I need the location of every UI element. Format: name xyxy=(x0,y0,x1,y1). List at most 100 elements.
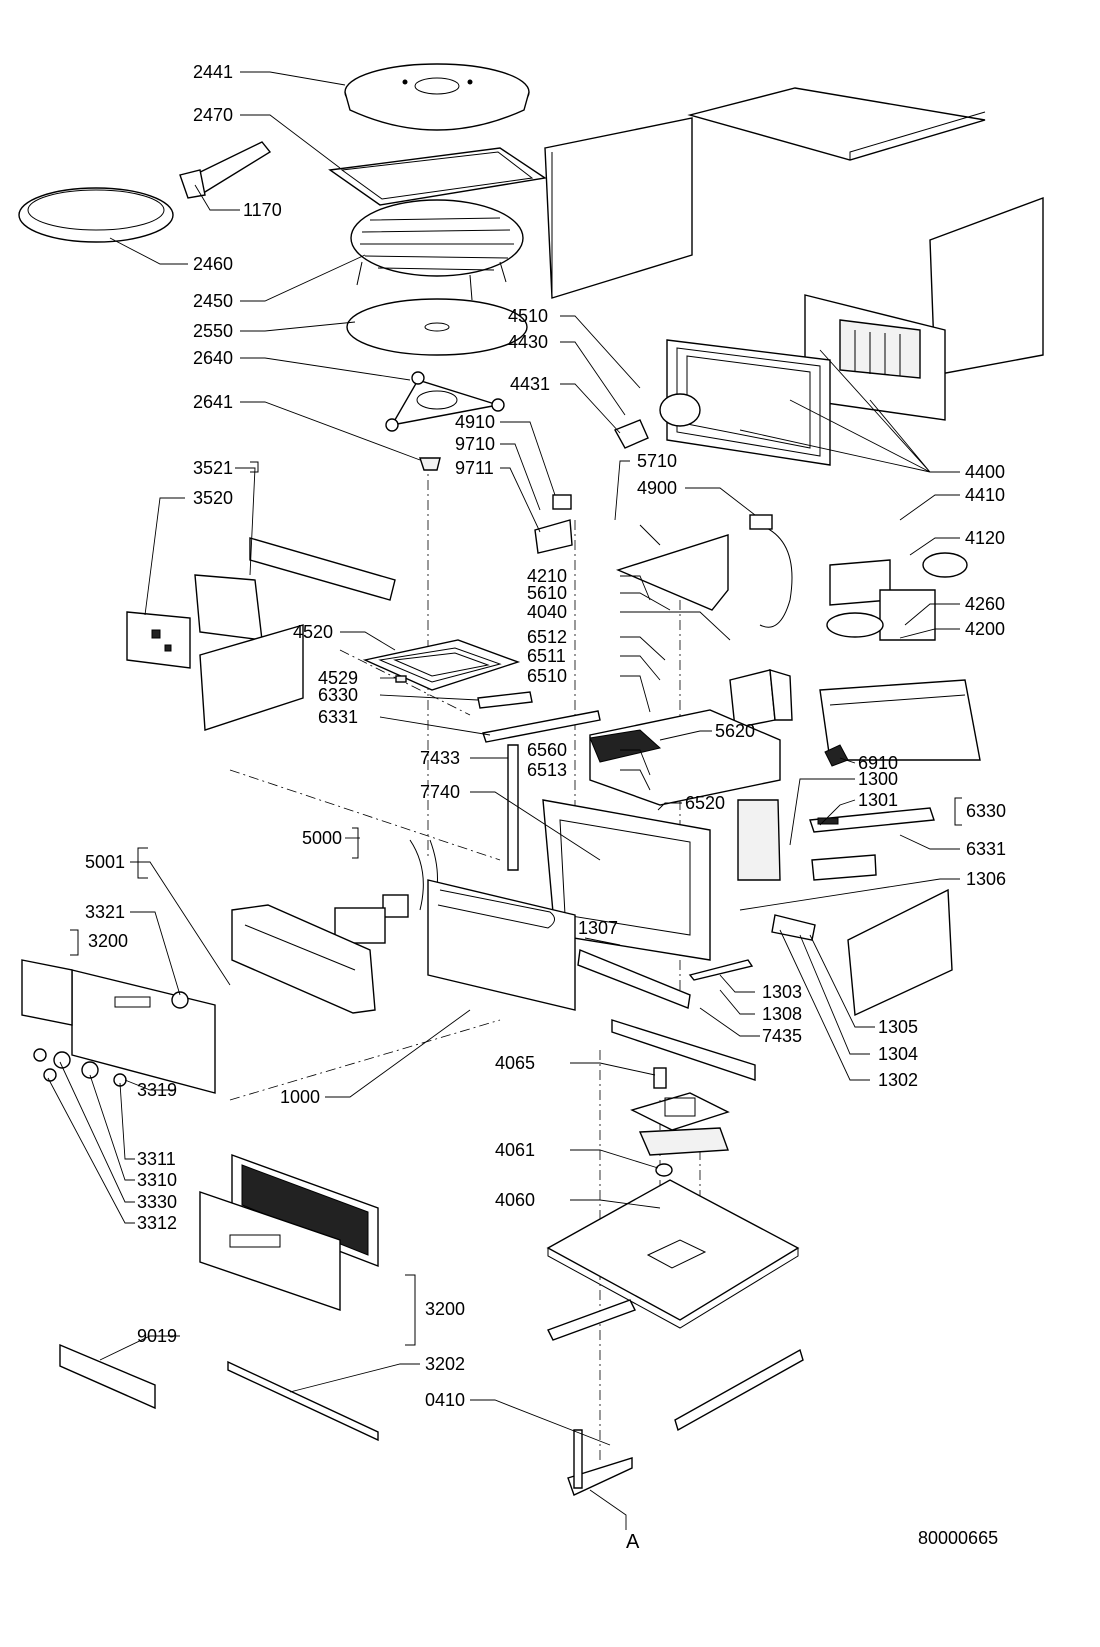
label-3312: 3312 xyxy=(137,1213,177,1233)
label-2640: 2640 xyxy=(193,348,233,368)
label-2550: 2550 xyxy=(193,321,233,341)
label-4431: 4431 xyxy=(510,374,550,394)
interlock-1300 xyxy=(809,807,935,881)
grill-heater-4520 xyxy=(362,639,521,691)
label-4200: 4200 xyxy=(965,619,1005,639)
label-3520: 3520 xyxy=(193,488,233,508)
label-5001: 5001 xyxy=(85,852,125,872)
clip-4529 xyxy=(395,675,407,683)
label-6520: 6520 xyxy=(685,793,725,813)
turntable-2550 xyxy=(346,298,528,356)
label-4410: 4410 xyxy=(965,485,1005,505)
roller-support-2640 xyxy=(385,371,505,432)
label-6513: 6513 xyxy=(527,760,567,780)
label-6560: 6560 xyxy=(527,740,567,760)
label-3321: 3321 xyxy=(85,902,125,922)
label-2641: 2641 xyxy=(193,392,233,412)
label-3330: 3330 xyxy=(137,1192,177,1212)
label-6330-left: 6330 xyxy=(318,685,358,705)
pcb-3520 xyxy=(126,611,191,669)
label-6330-right: 6330 xyxy=(966,801,1006,821)
label-1304: 1304 xyxy=(878,1044,918,1064)
label-1000: 1000 xyxy=(280,1087,320,1107)
label-5610: 5610 xyxy=(527,583,567,603)
brackets xyxy=(70,461,962,1346)
label-6511: 6511 xyxy=(527,646,566,666)
label-2470: 2470 xyxy=(193,105,233,125)
label-1301: 1301 xyxy=(858,790,898,810)
back-cavity-frame xyxy=(804,294,946,421)
wiring-harness-5000 xyxy=(334,839,438,944)
front-facia-3200 xyxy=(199,1191,341,1311)
label-3521: 3521 xyxy=(193,458,233,478)
mount-plate xyxy=(630,1092,730,1156)
handle-1170 xyxy=(179,141,272,199)
label-6910: 6910 xyxy=(858,753,898,773)
fuse-holder-4910 xyxy=(552,494,572,510)
label-1300: 1300 xyxy=(858,769,898,789)
label-3319: 3319 xyxy=(137,1080,177,1100)
baking-tray-2470 xyxy=(328,147,547,206)
label-4061: 4061 xyxy=(495,1140,535,1160)
label-1306: 1306 xyxy=(966,869,1006,889)
wire-rack-2450 xyxy=(350,199,524,301)
label-3311: 3311 xyxy=(137,1149,176,1169)
wiring-5710 xyxy=(615,524,729,611)
label-4065: 4065 xyxy=(495,1053,535,1073)
label-7433: 7433 xyxy=(420,748,460,768)
label-1307: 1307 xyxy=(578,918,618,938)
insulation-1306 xyxy=(847,888,953,1017)
bracket-9711 xyxy=(534,519,573,554)
control-housing-5001 xyxy=(231,904,376,1014)
lock-1304-1305 xyxy=(771,914,816,941)
coupler-2641 xyxy=(419,457,441,471)
fan-4431 xyxy=(614,419,649,449)
label-1170: 1170 xyxy=(243,200,282,220)
door-1000 xyxy=(427,879,576,1011)
cavity-7740 xyxy=(542,799,781,961)
label-3310: 3310 xyxy=(137,1170,177,1190)
knobs-3310-3311 xyxy=(33,1048,127,1087)
label-9710: 9710 xyxy=(455,434,495,454)
label-3200-left: 3200 xyxy=(88,931,128,951)
display-window-3200 xyxy=(231,1154,379,1268)
part-labels: 2441 2470 1170 2460 2450 2550 2640 2641 … xyxy=(85,62,1006,1553)
reference-letter: A xyxy=(626,1531,640,1553)
label-6331-right: 6331 xyxy=(966,839,1006,859)
glass-dish-2460 xyxy=(18,187,174,243)
label-9711: 9711 xyxy=(455,458,494,478)
frame-7435 xyxy=(577,949,691,1009)
label-2460: 2460 xyxy=(193,254,233,274)
insulation-panel xyxy=(199,624,304,731)
label-5620: 5620 xyxy=(715,721,755,741)
cavity-frame-7433 xyxy=(507,744,519,871)
label-3200-bottom: 3200 xyxy=(425,1299,465,1319)
label-4210: 4210 xyxy=(527,566,567,586)
rail-1303 xyxy=(688,959,754,981)
label-4430: 4430 xyxy=(508,332,548,352)
base-plate xyxy=(546,1179,800,1329)
label-6510: 6510 xyxy=(527,666,567,686)
label-1302: 1302 xyxy=(878,1070,918,1090)
drawing-number: 80000665 xyxy=(918,1528,998,1548)
side-strip-3200 xyxy=(21,959,73,1026)
label-4510: 4510 xyxy=(508,306,548,326)
label-2450: 2450 xyxy=(193,291,233,311)
label-3202: 3202 xyxy=(425,1354,465,1374)
transformer-4040 xyxy=(729,669,793,729)
label-7740: 7740 xyxy=(420,782,460,802)
leader-lines xyxy=(47,71,960,1530)
rail-bottom xyxy=(611,1019,756,1081)
switch-6910 xyxy=(824,744,849,767)
rail-right xyxy=(674,1348,804,1432)
label-4120: 4120 xyxy=(965,528,1005,548)
pcb-bracket-3521 xyxy=(194,537,396,641)
label-2441: 2441 xyxy=(193,62,233,82)
strip-9019 xyxy=(59,1343,156,1410)
foot-4065 xyxy=(653,1067,667,1089)
label-4040: 4040 xyxy=(527,602,567,622)
label-6331-left: 6331 xyxy=(318,707,358,727)
label-5000: 5000 xyxy=(302,828,342,848)
stirrer-4510 xyxy=(659,393,701,427)
